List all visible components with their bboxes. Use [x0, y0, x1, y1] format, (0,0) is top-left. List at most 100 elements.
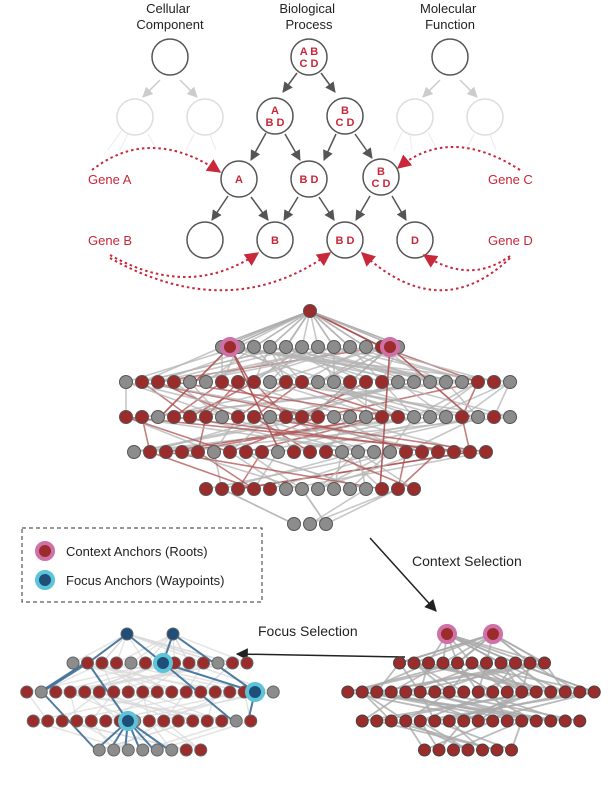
hierarchy-node — [121, 743, 135, 757]
hierarchy-node — [107, 685, 121, 699]
hierarchy-node — [200, 714, 214, 728]
tree-node-circle — [220, 160, 258, 198]
hierarchy-node — [370, 714, 384, 728]
hierarchy-node — [442, 685, 456, 699]
hierarchy-node — [127, 445, 141, 459]
hierarchy-node — [136, 743, 150, 757]
hierarchy-node — [431, 445, 445, 459]
tree-node-bp-l3-d: D — [396, 221, 434, 259]
hierarchy-node — [124, 656, 138, 670]
tree-node-bp-l1-right: BC D — [326, 97, 364, 135]
hierarchy-node — [84, 714, 98, 728]
hierarchy-nodes — [119, 304, 517, 531]
hierarchy-node — [215, 714, 229, 728]
hierarchy-node — [255, 445, 269, 459]
hierarchy-edge — [301, 488, 327, 525]
hierarchy-node — [319, 445, 333, 459]
hierarchy-node — [208, 685, 222, 699]
hierarchy-edge — [197, 451, 255, 490]
hierarchy-edge — [41, 662, 89, 693]
hierarchy-node — [41, 714, 55, 728]
hierarchy-node — [393, 656, 406, 670]
tree-node-bp-l2-bcd: BC D — [362, 158, 400, 196]
hierarchy-edge — [253, 416, 311, 453]
hierarchy-node — [457, 714, 471, 728]
heading-bp-line2: Process — [286, 17, 333, 32]
hierarchy-node — [165, 743, 179, 757]
hierarchy-edge — [413, 662, 450, 693]
hierarchy-node — [461, 743, 475, 757]
hierarchy-node — [355, 714, 369, 728]
hierarchy-node — [303, 517, 317, 531]
hierarchy-edge — [72, 633, 128, 664]
hierarchy-node — [500, 714, 514, 728]
hierarchy-node — [487, 410, 501, 424]
hierarchy-node — [179, 743, 193, 757]
hierarchy-node — [247, 340, 261, 354]
context-selection-label: Context Selection — [412, 553, 522, 569]
hierarchy-node — [279, 340, 293, 354]
full-hierarchy-graph — [119, 304, 517, 531]
hierarchy-node — [311, 375, 325, 389]
hierarchy-node — [529, 685, 543, 699]
context-anchor-node — [380, 337, 400, 357]
heading-mf-line2: Function — [425, 17, 475, 32]
hierarchy-edge — [125, 416, 375, 453]
hierarchy-node — [231, 482, 245, 496]
hierarchy-node — [287, 445, 301, 459]
hierarchy-node — [413, 685, 427, 699]
hierarchy-node — [479, 445, 493, 459]
hierarchy-edge — [253, 381, 303, 418]
ontology-example: Cellular Component Biological Process Mo… — [88, 1, 533, 292]
hierarchy-node — [263, 375, 277, 389]
hierarchy-node — [399, 714, 413, 728]
heading-molecular-function: Molecular Function — [420, 1, 480, 32]
hierarchy-node — [384, 714, 398, 728]
hierarchy-node — [171, 714, 185, 728]
tree-node-bp-l1-left: AB D — [256, 97, 294, 135]
hierarchy-edge — [269, 381, 511, 418]
tree-node-label: A — [271, 105, 279, 117]
hierarchy-edge — [309, 488, 367, 525]
heading-mf-line1: Molecular — [420, 1, 477, 16]
hierarchy-node — [107, 743, 121, 757]
focus-anchor-node — [245, 682, 265, 702]
hierarchy-node — [263, 482, 277, 496]
hierarchy-node — [121, 685, 135, 699]
hierarchy-node — [279, 375, 293, 389]
tree-node-bp-root: A BC D — [290, 38, 328, 76]
hierarchy-edge — [39, 662, 86, 693]
tree-node-bp-l2-a: A — [220, 160, 258, 198]
hierarchy-edges — [125, 310, 511, 525]
hierarchy-edge — [357, 451, 415, 490]
hierarchy-node — [311, 410, 325, 424]
hierarchy-node — [428, 685, 442, 699]
hierarchy-edge — [376, 720, 498, 751]
hierarchy-node — [194, 743, 208, 757]
faded-side-trees — [107, 79, 504, 151]
hierarchy-node — [92, 685, 106, 699]
hierarchy-node — [247, 410, 261, 424]
hierarchy-edge — [253, 416, 487, 453]
gene-d-label: Gene D — [488, 233, 533, 248]
focus-nodes — [20, 627, 280, 757]
context-anchor-node — [483, 624, 503, 644]
gene-annotation-arrows — [91, 146, 521, 292]
hierarchy-node — [119, 410, 133, 424]
hierarchy-node — [66, 656, 80, 670]
hierarchy-node — [370, 685, 384, 699]
hierarchy-edge — [229, 346, 281, 453]
hierarchy-edge — [149, 416, 271, 453]
hierarchy-node — [49, 685, 63, 699]
hierarchy-node — [166, 627, 180, 641]
hierarchy-edge — [221, 488, 295, 525]
hierarchy-edge — [116, 662, 173, 693]
hierarchy-node — [199, 375, 213, 389]
hierarchy-node — [295, 340, 309, 354]
heading-biological-process: Biological Process — [279, 1, 338, 32]
hierarchy-node — [179, 685, 193, 699]
hierarchy-edge — [309, 310, 351, 348]
legend-focus-label: Focus Anchors (Waypoints) — [66, 573, 224, 588]
hierarchy-node — [509, 656, 522, 670]
hierarchy-node — [500, 685, 514, 699]
